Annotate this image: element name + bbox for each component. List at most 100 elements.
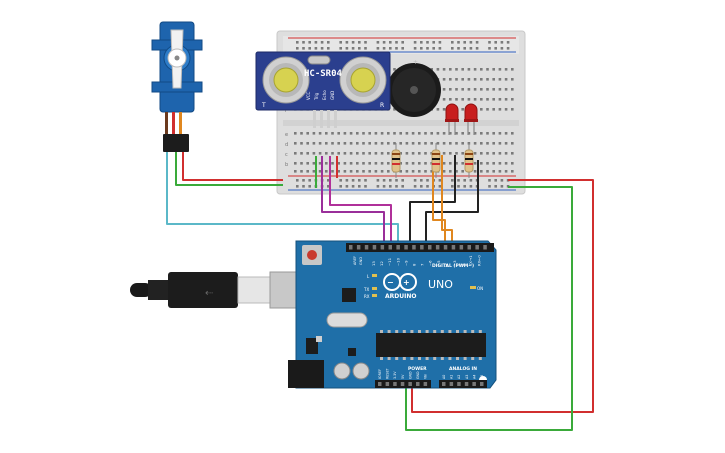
breadboard-hole[interactable]	[449, 162, 452, 165]
rail-hole[interactable]	[475, 41, 479, 44]
resistor-3[interactable]	[464, 143, 474, 178]
breadboard-hole[interactable]	[418, 132, 421, 135]
rail-hole[interactable]	[438, 47, 442, 50]
rail-hole[interactable]	[314, 47, 318, 50]
rail-hole[interactable]	[451, 179, 454, 182]
digital-pins[interactable]	[349, 245, 487, 250]
breadboard-hole[interactable]	[461, 152, 464, 155]
breadboard-hole[interactable]	[405, 162, 409, 165]
rail-hole[interactable]	[457, 179, 460, 182]
usb-cable[interactable]: ⇠	[130, 271, 303, 309]
resistors[interactable]	[391, 143, 474, 178]
rail-hole[interactable]	[382, 185, 386, 188]
rail-hole[interactable]	[463, 41, 466, 44]
rail-hole[interactable]	[420, 185, 423, 188]
rail-hole[interactable]	[401, 47, 404, 50]
wire-sensor-trig[interactable]	[321, 156, 385, 245]
breadboard-hole[interactable]	[455, 132, 458, 135]
breadboard-hole[interactable]	[374, 132, 378, 135]
rail-hole[interactable]	[382, 41, 386, 44]
rail-hole[interactable]	[500, 47, 504, 50]
breadboard-hole[interactable]	[399, 132, 402, 135]
rail-hole[interactable]	[358, 47, 361, 50]
breadboard-hole[interactable]	[393, 132, 396, 135]
breadboard-hole[interactable]	[349, 162, 353, 165]
wire-buzzer-signal[interactable]	[432, 155, 446, 245]
rail-hole[interactable]	[438, 185, 442, 188]
breadboard-hole[interactable]	[430, 132, 433, 135]
breadboard-hole[interactable]	[511, 142, 514, 145]
rail-hole[interactable]	[320, 41, 324, 44]
breadboard-hole[interactable]	[294, 170, 297, 173]
breadboard-hole[interactable]	[442, 108, 446, 111]
breadboard-hole[interactable]	[349, 132, 353, 135]
power-pin[interactable]	[416, 382, 420, 386]
breadboard-hole[interactable]	[362, 152, 365, 155]
breadboard-hole[interactable]	[467, 132, 471, 135]
rail-hole[interactable]	[463, 179, 466, 182]
breadboard-hole[interactable]	[486, 170, 489, 173]
rail-hole[interactable]	[488, 185, 491, 188]
breadboard-hole[interactable]	[374, 170, 378, 173]
breadboard-hole[interactable]	[498, 88, 502, 91]
breadboard-hole[interactable]	[449, 68, 452, 71]
breadboard-hole[interactable]	[331, 132, 334, 135]
breadboard-hole[interactable]	[343, 152, 347, 155]
rail-hole[interactable]	[302, 185, 305, 188]
rail-hole[interactable]	[451, 185, 454, 188]
rail-hole[interactable]	[389, 179, 392, 182]
terminal-holes-bottom[interactable]	[294, 132, 514, 173]
breadboard-hole[interactable]	[480, 78, 483, 81]
breadboard-hole[interactable]	[356, 152, 359, 155]
breadboard-hole[interactable]	[498, 68, 502, 71]
rail-hole[interactable]	[376, 41, 380, 44]
rail-hole[interactable]	[302, 47, 305, 50]
breadboard-hole[interactable]	[511, 68, 514, 71]
rail-hole[interactable]	[327, 179, 330, 182]
rail-hole[interactable]	[420, 41, 423, 44]
breadboard-hole[interactable]	[504, 162, 508, 165]
rail-hole[interactable]	[389, 185, 392, 188]
breadboard-hole[interactable]	[480, 152, 483, 155]
breadboard-hole[interactable]	[436, 68, 440, 71]
breadboard-hole[interactable]	[300, 132, 303, 135]
bottom-pins[interactable]	[378, 382, 484, 386]
rail-hole[interactable]	[376, 47, 380, 50]
breadboard-hole[interactable]	[504, 108, 508, 111]
breadboard-hole[interactable]	[387, 142, 390, 145]
breadboard-hole[interactable]	[461, 162, 464, 165]
rail-hole[interactable]	[451, 41, 454, 44]
breadboard-hole[interactable]	[294, 142, 297, 145]
rail-hole[interactable]	[401, 179, 404, 182]
rail-hole[interactable]	[469, 41, 473, 44]
power-pin[interactable]	[400, 382, 405, 386]
breadboard-hole[interactable]	[511, 162, 514, 165]
breadboard-hole[interactable]	[393, 108, 396, 111]
rail-hole[interactable]	[463, 47, 466, 50]
breadboard-hole[interactable]	[343, 142, 347, 145]
breadboard-hole[interactable]	[418, 142, 421, 145]
wire-led-signal[interactable]	[441, 155, 453, 245]
breadboard-hole[interactable]	[461, 78, 464, 81]
breadboard-hole[interactable]	[294, 162, 297, 165]
wire-sensor-echo[interactable]	[329, 156, 392, 245]
rail-hole[interactable]	[426, 41, 429, 44]
rail-hole[interactable]	[494, 185, 497, 188]
rail-hole[interactable]	[302, 41, 305, 44]
rail-hole[interactable]	[327, 185, 330, 188]
wires[interactable]	[166, 150, 594, 431]
analog-pin[interactable]	[480, 382, 484, 386]
breadboard-hole[interactable]	[473, 132, 477, 135]
breadboard-hole[interactable]	[374, 162, 378, 165]
breadboard-hole[interactable]	[380, 142, 384, 145]
breadboard-hole[interactable]	[442, 78, 446, 81]
breadboard-hole[interactable]	[486, 108, 489, 111]
breadboard-hole[interactable]	[492, 98, 495, 101]
rail-hole[interactable]	[426, 185, 429, 188]
breadboard-hole[interactable]	[473, 68, 477, 71]
header-pin[interactable]	[420, 245, 424, 250]
breadboard-hole[interactable]	[486, 98, 489, 101]
breadboard-hole[interactable]	[393, 68, 396, 71]
rail-hole[interactable]	[432, 41, 435, 44]
